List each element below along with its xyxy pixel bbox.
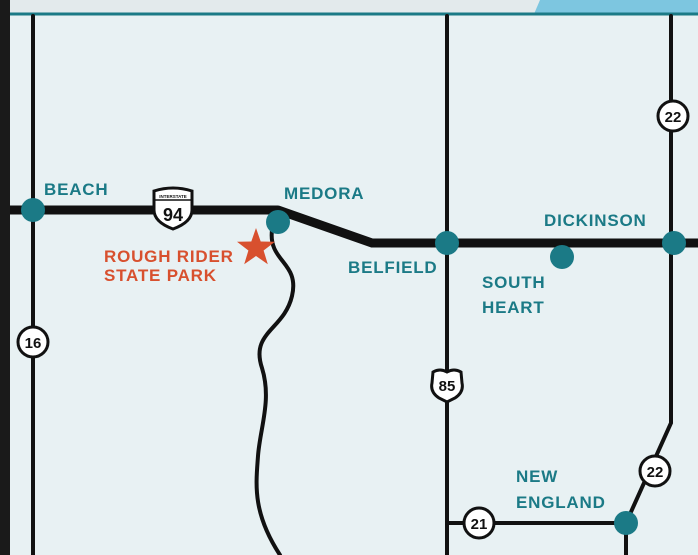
route-16-number: 16 bbox=[25, 335, 42, 352]
left-frame-border bbox=[0, 0, 10, 555]
city-label-dickinson: DICKINSON bbox=[544, 211, 647, 230]
park-label-line1: ROUGH RIDER bbox=[104, 247, 234, 266]
city-dot-dickinson[interactable] bbox=[662, 231, 686, 255]
city-dot-belfield[interactable] bbox=[435, 231, 459, 255]
top-band bbox=[0, 0, 698, 14]
park-label: ROUGH RIDER STATE PARK bbox=[104, 247, 239, 285]
city-label-beach: BEACH bbox=[44, 180, 108, 199]
park-label-line2: STATE PARK bbox=[104, 266, 217, 285]
city-label-medora: MEDORA bbox=[284, 184, 364, 203]
city-label-south-heart-line1: SOUTH bbox=[482, 273, 546, 292]
state-route-21-shield-icon: 21 bbox=[462, 506, 496, 540]
city-label-new-england: NEW ENGLAND bbox=[516, 467, 606, 512]
state-route-22-north-shield-icon: 22 bbox=[656, 99, 690, 133]
us-85-shield-icon: 85 bbox=[430, 368, 464, 404]
city-dot-beach[interactable] bbox=[21, 198, 45, 222]
state-route-16-shield-icon: 16 bbox=[16, 325, 50, 359]
city-dot-medora[interactable] bbox=[266, 210, 290, 234]
city-dot-new-england[interactable] bbox=[614, 511, 638, 535]
river bbox=[254, 228, 296, 555]
interstate-94-road bbox=[10, 205, 698, 248]
top-band-accent bbox=[534, 0, 698, 14]
us-shield-number: 85 bbox=[439, 378, 456, 395]
route-22-north-number: 22 bbox=[665, 109, 682, 126]
city-dot-south-heart[interactable] bbox=[550, 245, 574, 269]
city-label-new-england-line2: ENGLAND bbox=[516, 493, 606, 512]
interstate-shield-number: 94 bbox=[163, 205, 183, 225]
city-label-new-england-line1: NEW bbox=[516, 467, 558, 486]
city-label-south-heart-line2: HEART bbox=[482, 298, 545, 317]
route-21-number: 21 bbox=[471, 516, 488, 533]
park-star-icon[interactable] bbox=[237, 228, 275, 265]
interstate-94-shield-icon: INTERSTATE 94 bbox=[152, 186, 194, 231]
interstate-shield-top-text: INTERSTATE bbox=[159, 194, 187, 199]
route-22-south-number: 22 bbox=[647, 464, 664, 481]
city-label-belfield: BELFIELD bbox=[348, 258, 438, 277]
city-label-south-heart: SOUTH HEART bbox=[482, 273, 551, 317]
state-route-22-south-shield-icon: 22 bbox=[638, 454, 672, 488]
